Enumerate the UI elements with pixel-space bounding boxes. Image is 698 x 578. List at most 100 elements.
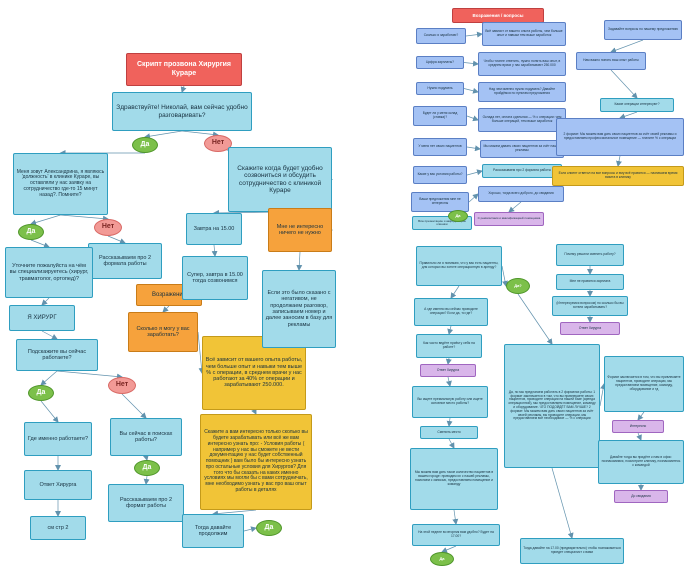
formats-panel-connector-d1-d7 xyxy=(450,285,460,299)
main-script-flowchart-connector-notinterested-negative xyxy=(296,251,303,271)
main-script-flowchart-connector-intro-no2 xyxy=(60,214,109,222)
formats-panel-connector-d13-d14 xyxy=(441,545,457,553)
formats-panel-node-d13[interactable]: На этой неделе во вторник вам удобно? Бу… xyxy=(412,524,500,546)
main-script-flowchart-node-greet[interactable]: Здравствуйте! Николай, вам сейчас удобно… xyxy=(112,92,252,131)
objections-panel-node-c3[interactable]: 2 формат: Мы можем вам дать своих пациен… xyxy=(556,118,684,156)
main-script-flowchart-node-no2[interactable]: Нет xyxy=(94,219,122,236)
formats-panel-node-d11[interactable]: Сменить место xyxy=(420,426,478,439)
main-script-flowchart-connector-searching-yes4 xyxy=(142,454,149,461)
objections-panel-node-h0[interactable]: Возражения / вопросы xyxy=(452,8,544,23)
objections-panel-node-a2[interactable]: Цифра зарплаты? xyxy=(416,56,464,69)
main-script-flowchart-node-yes4[interactable]: Да xyxy=(134,460,160,476)
objections-panel-node-c2[interactable]: Какие операции интересуют? xyxy=(600,98,674,112)
objections-panel-node-b4[interactable]: Оклада нет, оплата сдельная — % с операц… xyxy=(478,108,566,132)
objections-panel-node-g1[interactable]: Да xyxy=(448,210,468,222)
main-script-flowchart-node-yes3[interactable]: Да xyxy=(28,385,54,401)
main-script-flowchart-connector-continue-yes5 xyxy=(243,526,257,533)
formats-panel-node-d16[interactable]: Тогда давайте на 17.00 (предварительно) … xyxy=(520,538,624,564)
main-script-flowchart-node-notinterested[interactable]: Мне не интересно ничего не нужно xyxy=(268,208,332,252)
main-script-flowchart-node-yes5[interactable]: Да xyxy=(256,520,282,536)
formats-panel-node-d1[interactable]: Правильно ли я понимаю, что у вас есть п… xyxy=(416,246,502,286)
main-script-flowchart-connector-surgeon-working xyxy=(41,330,58,340)
objections-panel-connector-a7-b7 xyxy=(468,193,479,203)
objections-panel-node-b1[interactable]: Всё зависит от вашего опыта работы, чем … xyxy=(482,22,566,46)
objections-panel-connector-a4-b4 xyxy=(466,115,479,122)
main-script-flowchart-node-where[interactable]: Где именно работаете? xyxy=(24,422,92,456)
main-script-flowchart-connector-yes4-formats2 xyxy=(143,475,150,485)
main-script-flowchart-node-answer1[interactable]: Ответ Хирурга xyxy=(24,470,92,500)
main-script-flowchart-node-interest[interactable]: Скажите а вам интересно только сколько в… xyxy=(200,414,312,510)
formats-panel-node-d18[interactable]: Интересно xyxy=(612,420,664,433)
main-script-flowchart-node-howmuch[interactable]: Сколько я могу у вас заработать? xyxy=(128,312,198,352)
main-script-flowchart-connector-objections-howmuch xyxy=(162,305,170,313)
main-script-flowchart-node-yes2[interactable]: Да xyxy=(18,224,44,240)
objections-panel-connector-c2-c3 xyxy=(619,111,638,120)
formats-panel-node-d20[interactable]: До свидания xyxy=(614,490,668,503)
main-script-flowchart-connector-greet-yes1 xyxy=(144,130,183,140)
formats-panel-node-d3[interactable]: Мне не нравится зарплата xyxy=(556,274,624,290)
main-script-flowchart-node-specialize[interactable]: Уточните пожалуйста на чём вы специализи… xyxy=(5,247,93,298)
objections-panel-node-b6[interactable]: Рассказываем про 2 формата работы xyxy=(482,164,562,178)
formats-panel-node-d12[interactable]: Мы можем вам дать такое количество пацие… xyxy=(410,448,498,510)
objections-panel-node-a3[interactable]: Нужно подумать xyxy=(416,82,464,95)
objections-panel-node-a4[interactable]: Будет ли у меня оклад (ставка)? xyxy=(413,106,467,126)
main-script-flowchart-node-super[interactable]: Супер, завтра в 15.00 тогда созвонимся xyxy=(182,256,248,300)
main-script-flowchart-connector-yes3-where xyxy=(40,400,59,423)
objections-panel-node-b7[interactable]: Хорошо, тогда всего доброго, до свидания xyxy=(478,186,564,202)
main-script-flowchart-node-tomorrow[interactable]: Завтра на 15.00 xyxy=(186,213,242,245)
main-script-flowchart-node-when_call[interactable]: Скажите когда будет удобно созвониться и… xyxy=(228,147,332,212)
formats-panel-connector-d12-d13 xyxy=(452,509,459,525)
objections-panel-node-a6[interactable]: Какие у вас условия работы? xyxy=(413,166,467,184)
objections-panel-connector-a6-b6 xyxy=(466,169,483,176)
formats-panel-connector-d17-d18 xyxy=(637,411,645,421)
main-script-flowchart-node-negative[interactable]: Если это было сказано с негативом, не пр… xyxy=(262,270,336,348)
formats-panel-node-d7[interactable]: А где именно вы сейчас проводите операци… xyxy=(414,298,488,326)
main-script-flowchart-node-page2[interactable]: см стр 2 xyxy=(30,516,86,540)
main-script-flowchart-connector-tomorrow-super xyxy=(211,244,218,257)
main-script-flowchart-connector-specialize-surgeon xyxy=(41,297,50,306)
formats-panel-node-d14[interactable]: Да xyxy=(430,552,454,566)
formats-panel-node-d6[interactable]: Да? xyxy=(506,278,530,294)
main-script-flowchart-connector-working-yes3 xyxy=(40,370,58,386)
formats-panel-node-d8[interactable]: Как часто ведёте приём у себя на работе? xyxy=(416,334,482,358)
formats-panel-node-d10[interactable]: Вы ищете премиальную работу или ищете ос… xyxy=(412,386,488,418)
main-script-flowchart-node-no3[interactable]: Нет xyxy=(108,377,136,394)
main-script-flowchart-node-surgeon[interactable]: Я ХИРУРГ xyxy=(9,305,75,331)
main-script-flowchart-node-intro[interactable]: Меня зовут Александрина, я являюсь 'долж… xyxy=(13,153,108,215)
main-script-flowchart-node-working[interactable]: Подскажите вы сейчас работаете? xyxy=(16,339,98,371)
objections-panel-node-c4[interactable]: Если клиент ответил на все вопросы и ему… xyxy=(552,166,684,186)
main-script-flowchart-connector-howmuch-depends xyxy=(197,331,205,374)
objections-panel-connector-b7-p1 xyxy=(508,201,522,213)
formats-panel-connector-d11-d12 xyxy=(448,438,455,449)
main-script-flowchart-node-continue[interactable]: Тогда давайте продолжим xyxy=(182,514,244,548)
formats-panel-connector-d15-d16 xyxy=(551,467,574,539)
main-script-flowchart-connector-intro-yes2 xyxy=(30,214,61,226)
objections-panel-node-a7[interactable]: Ваши предложения мне не интересны xyxy=(411,192,469,212)
main-script-flowchart-node-depends[interactable]: Всё зависит от вашего опыта работы, чем … xyxy=(202,336,306,410)
objections-panel-connector-a5-b5 xyxy=(466,145,481,152)
formats-panel-node-d2[interactable]: Почему решили сменить работу? xyxy=(556,244,624,266)
objections-panel-node-p1[interactable]: С реквизитами и квалификацией помощника xyxy=(474,212,544,226)
main-script-flowchart-node-formats1[interactable]: Рассказываем про 2 формата работы xyxy=(88,243,162,279)
main-script-flowchart-node-formats2[interactable]: Рассказываем про 2 формат работы xyxy=(108,484,184,522)
main-script-flowchart-node-searching[interactable]: Вы сейчас в поисках работы? xyxy=(110,418,182,456)
formats-panel-node-d15[interactable]: Да, но мы предлагаем работать в 2 формат… xyxy=(504,344,600,468)
objections-panel-node-c1[interactable]: Задавайте вопросы по нашему предложению xyxy=(604,20,682,40)
objections-panel-node-a5[interactable]: У меня нет своих пациентов xyxy=(413,138,467,156)
formats-panel-node-d5[interactable]: Ответ Хирурга xyxy=(560,322,620,335)
main-script-flowchart-connector-interest-continue xyxy=(212,509,257,517)
objections-panel-node-a1[interactable]: Сколько я заработаю? xyxy=(416,28,466,44)
formats-panel-connector-d10-d11 xyxy=(446,417,453,427)
formats-panel-node-d4[interactable]: (Интересуемся вопросом) по сколько бы вы… xyxy=(552,296,628,316)
formats-panel-connector-d7-d8 xyxy=(447,325,454,335)
objections-panel-node-b3[interactable]: Над чем именно нужно подумать? Давайте п… xyxy=(478,82,566,102)
main-script-flowchart-node-title[interactable]: Скрипт прозвона Хирургия Кураре xyxy=(126,53,242,86)
formats-panel-node-d17[interactable]: Формат заключается в том, что вы привлек… xyxy=(604,356,684,412)
objections-panel-node-b2[interactable]: Чтобы точнее ответить, нужно понять ваш … xyxy=(478,52,566,76)
formats-panel-node-d19[interactable]: Давайте тогда вы придёте к нам в офис: п… xyxy=(598,440,684,484)
formats-panel-node-d9[interactable]: Ответ Хирурга xyxy=(420,364,476,377)
objections-panel-node-b5[interactable]: Мы можем давать своих пациентов за счёт … xyxy=(480,140,564,158)
main-script-flowchart-connector-no3-searching xyxy=(121,393,147,419)
objections-panel-node-c5[interactable]: Нам важно понять ваш опыт работы xyxy=(576,52,646,70)
main-script-flowchart-node-yes1[interactable]: Да xyxy=(132,137,158,153)
